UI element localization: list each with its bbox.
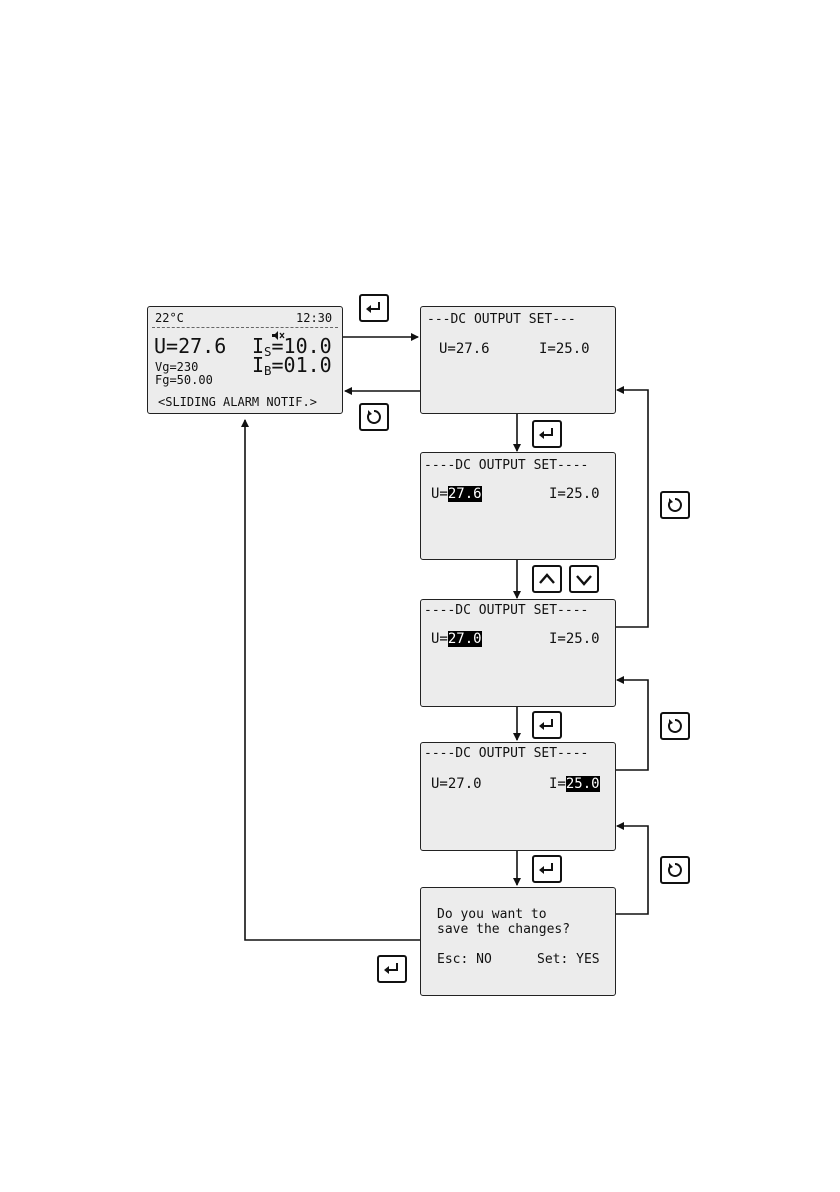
time-readout: 12:30 [296, 312, 332, 324]
speaker-icon [232, 312, 246, 323]
screen-title: ----DC OUTPUT SET---- [424, 459, 588, 472]
escape-icon [662, 493, 688, 517]
escape-icon [361, 405, 387, 429]
dc-output-screen-3: ----DC OUTPUT SET---- U=27.0 I=25.0 [420, 599, 616, 707]
temperature-readout: 22°C [155, 312, 184, 324]
dialog-esc-option: Esc: NO [437, 953, 492, 966]
current-value: 25.0 [566, 631, 600, 647]
dialog-question-line-1: Do you want to [437, 908, 547, 921]
up-button[interactable] [532, 565, 562, 593]
voltage-setting: U=27.6 [439, 342, 490, 356]
dialog-question-line-2: save the changes? [437, 923, 570, 936]
save-changes-dialog: Do you want to save the changes? Esc: NO… [420, 887, 616, 996]
arrow-screen3-escape-back [615, 390, 648, 627]
enter-button-main[interactable] [359, 294, 389, 322]
arrow-screen4-escape-back [615, 680, 648, 770]
current-b-readout: IB=01.0 [252, 355, 332, 375]
enter-icon [379, 957, 405, 981]
enter-button-step-4[interactable] [532, 855, 562, 883]
alarm-notification: <SLIDING ALARM NOTIF.> [158, 396, 317, 408]
voltage-value-highlighted: 27.6 [448, 486, 482, 502]
dialog-set-option: Set: YES [537, 953, 600, 966]
current-value-highlighted: 25.0 [566, 776, 600, 792]
arrow-dialog-escape-back [615, 826, 648, 914]
current-setting: I=25.0 [549, 487, 600, 501]
voltage-value: 27.6 [456, 341, 490, 357]
arrow-dialog-to-main [245, 420, 420, 940]
vg-readout: Vg=230 [155, 361, 198, 373]
escape-button-screen-4[interactable] [660, 712, 690, 740]
escape-button-dialog[interactable] [660, 856, 690, 884]
dc-output-screen-1: ---DC OUTPUT SET--- U=27.6 I=25.0 [420, 306, 616, 414]
chevron-down-icon [571, 567, 597, 591]
enter-button-step-1[interactable] [532, 420, 562, 448]
current-setting: I=25.0 [549, 777, 600, 791]
current-value: 25.0 [556, 341, 590, 357]
screen-title: ----DC OUTPUT SET---- [424, 747, 588, 760]
current-setting: I=25.0 [549, 632, 600, 646]
screen-title: ----DC OUTPUT SET---- [424, 604, 588, 617]
voltage-setting: U=27.0 [431, 777, 482, 791]
escape-button-main[interactable] [359, 403, 389, 431]
header-divider [152, 327, 338, 328]
voltage-value: 27.0 [448, 776, 482, 792]
voltage-readout: U=27.6 [154, 336, 226, 356]
current-setting: I=25.0 [539, 342, 590, 356]
current-value: 25.0 [566, 486, 600, 502]
enter-icon [361, 296, 387, 320]
main-screen: 22°C 12:30 U=27.6 IS=10.0 Vg=230 IB=01.0… [147, 306, 343, 414]
voltage-setting: U=27.6 [431, 487, 482, 501]
voltage-setting: U=27.0 [431, 632, 482, 646]
dc-output-screen-2: ----DC OUTPUT SET---- U=27.6 I=25.0 [420, 452, 616, 560]
enter-button-dialog[interactable] [377, 955, 407, 983]
enter-button-step-3[interactable] [532, 711, 562, 739]
voltage-value-highlighted: 27.0 [448, 631, 482, 647]
escape-icon [662, 858, 688, 882]
enter-icon [534, 422, 560, 446]
enter-icon [534, 713, 560, 737]
screen-title: ---DC OUTPUT SET--- [427, 313, 576, 326]
escape-icon [662, 714, 688, 738]
enter-icon [534, 857, 560, 881]
chevron-up-icon [534, 567, 560, 591]
down-button[interactable] [569, 565, 599, 593]
dc-output-screen-4: ----DC OUTPUT SET---- U=27.0 I=25.0 [420, 742, 616, 851]
fg-readout: Fg=50.00 [155, 374, 213, 386]
escape-button-screen-3[interactable] [660, 491, 690, 519]
